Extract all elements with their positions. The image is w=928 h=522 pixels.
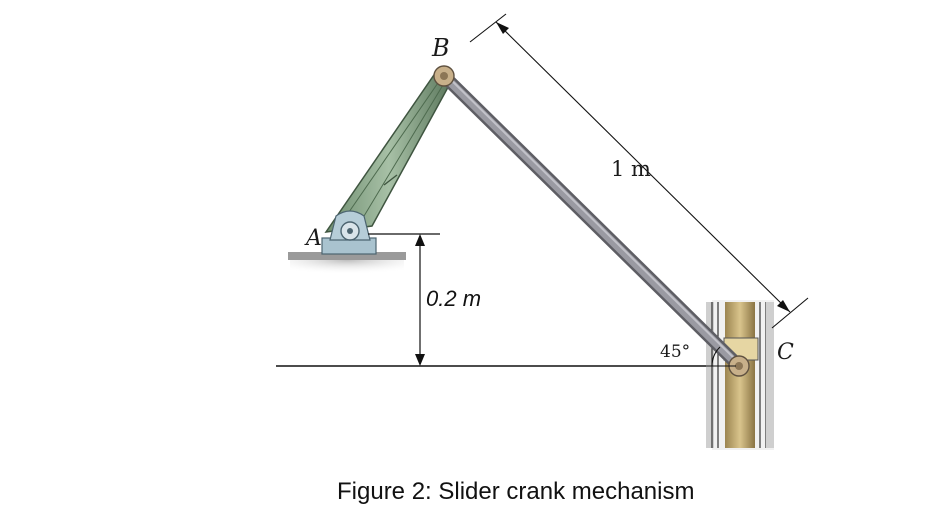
label-height: 0.2 m xyxy=(426,286,481,311)
label-point-c: C xyxy=(777,340,794,365)
dimension-bc xyxy=(469,13,809,329)
slider-guide xyxy=(706,300,774,450)
label-point-a: A xyxy=(304,226,322,251)
label-length-bc: 1 m xyxy=(611,157,651,181)
angle-indicator xyxy=(704,346,736,367)
dimension-height xyxy=(368,233,440,366)
label-angle: 45° xyxy=(660,342,690,362)
crank-ab xyxy=(324,71,454,233)
pin-support-a xyxy=(321,210,377,255)
pin-b xyxy=(433,65,455,87)
connecting-rod-bc xyxy=(437,69,746,373)
ground-support-a xyxy=(288,252,406,278)
label-point-b: B xyxy=(431,34,450,62)
caption-text: Figure 2: Slider crank mechanism xyxy=(337,478,695,505)
pin-c xyxy=(728,355,750,377)
